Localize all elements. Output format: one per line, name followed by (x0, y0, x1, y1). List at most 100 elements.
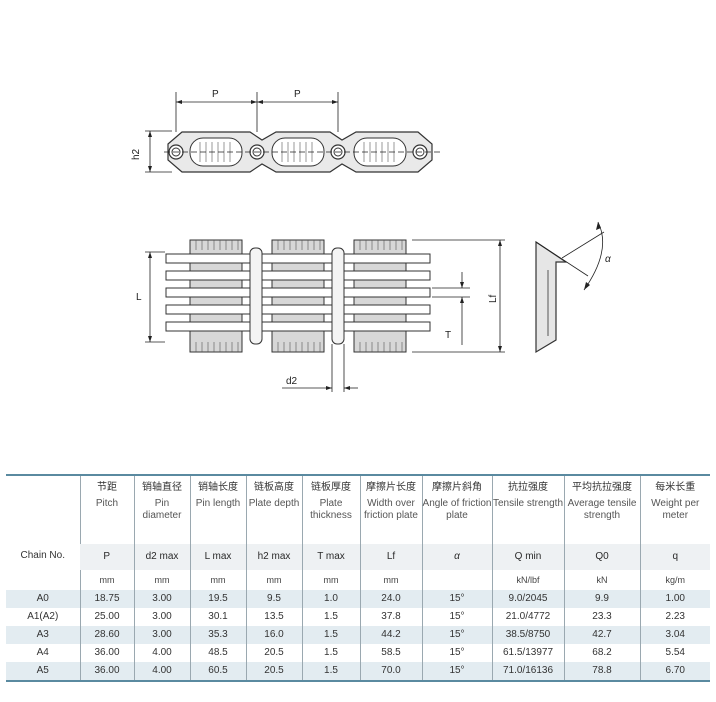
cell: 36.00 (79, 644, 134, 662)
table-row: A1(A2) 25.00 3.00 30.1 13.5 1.5 37.8 15°… (6, 608, 710, 626)
cell: 58.5 (359, 644, 422, 662)
unit-weight: kg/m (639, 570, 710, 590)
sym-pitch: P (80, 544, 134, 570)
cell: 20.5 (245, 644, 302, 662)
unit-friction-width: mm (359, 570, 422, 590)
cell: 1.5 (301, 608, 360, 626)
cell: 78.8 (563, 662, 640, 682)
sym-friction-width: Lf (359, 544, 422, 570)
plate-thickness-label: T (445, 330, 451, 341)
cell: 1.5 (301, 662, 360, 682)
row-chain-no: A5 (6, 662, 80, 682)
cell: 15° (421, 608, 492, 626)
table-row: A3 28.60 3.00 35.3 16.0 1.5 44.2 15° 38.… (6, 626, 710, 644)
sym-plate-depth: h2 max (245, 544, 302, 570)
cell: 1.5 (301, 626, 360, 644)
table-row: A0 18.75 3.00 19.5 9.5 1.0 24.0 15° 9.0/… (6, 590, 710, 608)
cell: 18.75 (79, 590, 134, 608)
unit-row: mm mm mm mm mm mm kN/lbf kN kg/m (6, 570, 710, 590)
cell: 2.23 (639, 608, 710, 626)
table-row: A5 36.00 4.00 60.5 20.5 1.5 70.0 15° 71.… (6, 662, 710, 682)
cell: 35.3 (189, 626, 246, 644)
cell: 3.00 (133, 608, 190, 626)
cell: 71.0/16136 (491, 662, 564, 682)
cell: 68.2 (563, 644, 640, 662)
pin-diameter-label: d2 (286, 376, 298, 387)
cell: 13.5 (245, 608, 302, 626)
unit-plate-thickness: mm (301, 570, 360, 590)
cell: 42.7 (563, 626, 640, 644)
row-chain-no: A0 (6, 590, 80, 608)
cell: 24.0 (359, 590, 422, 608)
cell: 6.70 (639, 662, 710, 682)
cell: 21.0/4772 (491, 608, 564, 626)
cell: 48.5 (189, 644, 246, 662)
cell: 1.00 (639, 590, 710, 608)
cell: 5.54 (639, 644, 710, 662)
cell: 61.5/13977 (491, 644, 564, 662)
cell: 23.3 (563, 608, 640, 626)
chain-plan-view: L (136, 239, 505, 392)
cell: 37.8 (359, 608, 422, 626)
unit-avg-tensile: kN (563, 570, 640, 590)
unit-pin-diameter: mm (133, 570, 190, 590)
chain-side-view: P P h2 (131, 89, 440, 173)
cell: 4.00 (133, 662, 190, 682)
angle-alpha-label: α (605, 254, 611, 265)
cell: 9.0/2045 (491, 590, 564, 608)
sym-tensile: Q min (491, 544, 564, 570)
cell: 36.00 (79, 662, 134, 682)
cell: 38.5/8750 (491, 626, 564, 644)
cell: 60.5 (189, 662, 246, 682)
chain-no-header: Chain No. (6, 474, 80, 570)
unit-tensile: kN/lbf (491, 570, 564, 590)
sym-avg-tensile: Q0 (563, 544, 640, 570)
cell: 30.1 (189, 608, 246, 626)
cell: 20.5 (245, 662, 302, 682)
sym-plate-thickness: T max (301, 544, 360, 570)
chain-technical-drawing: P P h2 (131, 89, 611, 392)
cell: 16.0 (245, 626, 302, 644)
cell: 15° (421, 662, 492, 682)
unit-friction-angle (421, 570, 492, 590)
cell: 3.00 (133, 626, 190, 644)
row-chain-no: A3 (6, 626, 80, 644)
cell: 9.9 (563, 590, 640, 608)
friction-plate-width-label: Lf (488, 294, 499, 303)
cell: 15° (421, 590, 492, 608)
pitch-label-1: P (212, 89, 219, 100)
row-chain-no: A4 (36, 647, 49, 658)
unit-pitch: mm (79, 570, 134, 590)
cell: 3.04 (639, 626, 710, 644)
row-chain-no: A1(A2) (27, 611, 59, 622)
cell: 15° (421, 644, 492, 662)
friction-angle-detail: α (535, 221, 611, 354)
sym-pin-length: L max (189, 544, 246, 570)
cell: 28.60 (79, 626, 134, 644)
cell: 4.00 (133, 644, 190, 662)
plate-depth-label: h2 (131, 148, 142, 160)
table-row: A4 36.00 4.00 48.5 20.5 1.5 58.5 15° 61.… (6, 644, 710, 662)
sym-pin-diameter: d2 max (133, 544, 190, 570)
sym-weight: q (639, 544, 710, 570)
unit-pin-length: mm (189, 570, 246, 590)
cell: 25.00 (79, 608, 134, 626)
cell: 1.5 (301, 644, 360, 662)
symbol-row: P d2 max L max h2 max T max Lf α Q min Q… (6, 544, 710, 570)
unit-plate-depth: mm (245, 570, 302, 590)
cell: 70.0 (359, 662, 422, 682)
cell: 9.5 (245, 590, 302, 608)
pitch-label-2: P (294, 89, 301, 100)
pin-length-label: L (136, 292, 142, 303)
cell: 15° (421, 626, 492, 644)
